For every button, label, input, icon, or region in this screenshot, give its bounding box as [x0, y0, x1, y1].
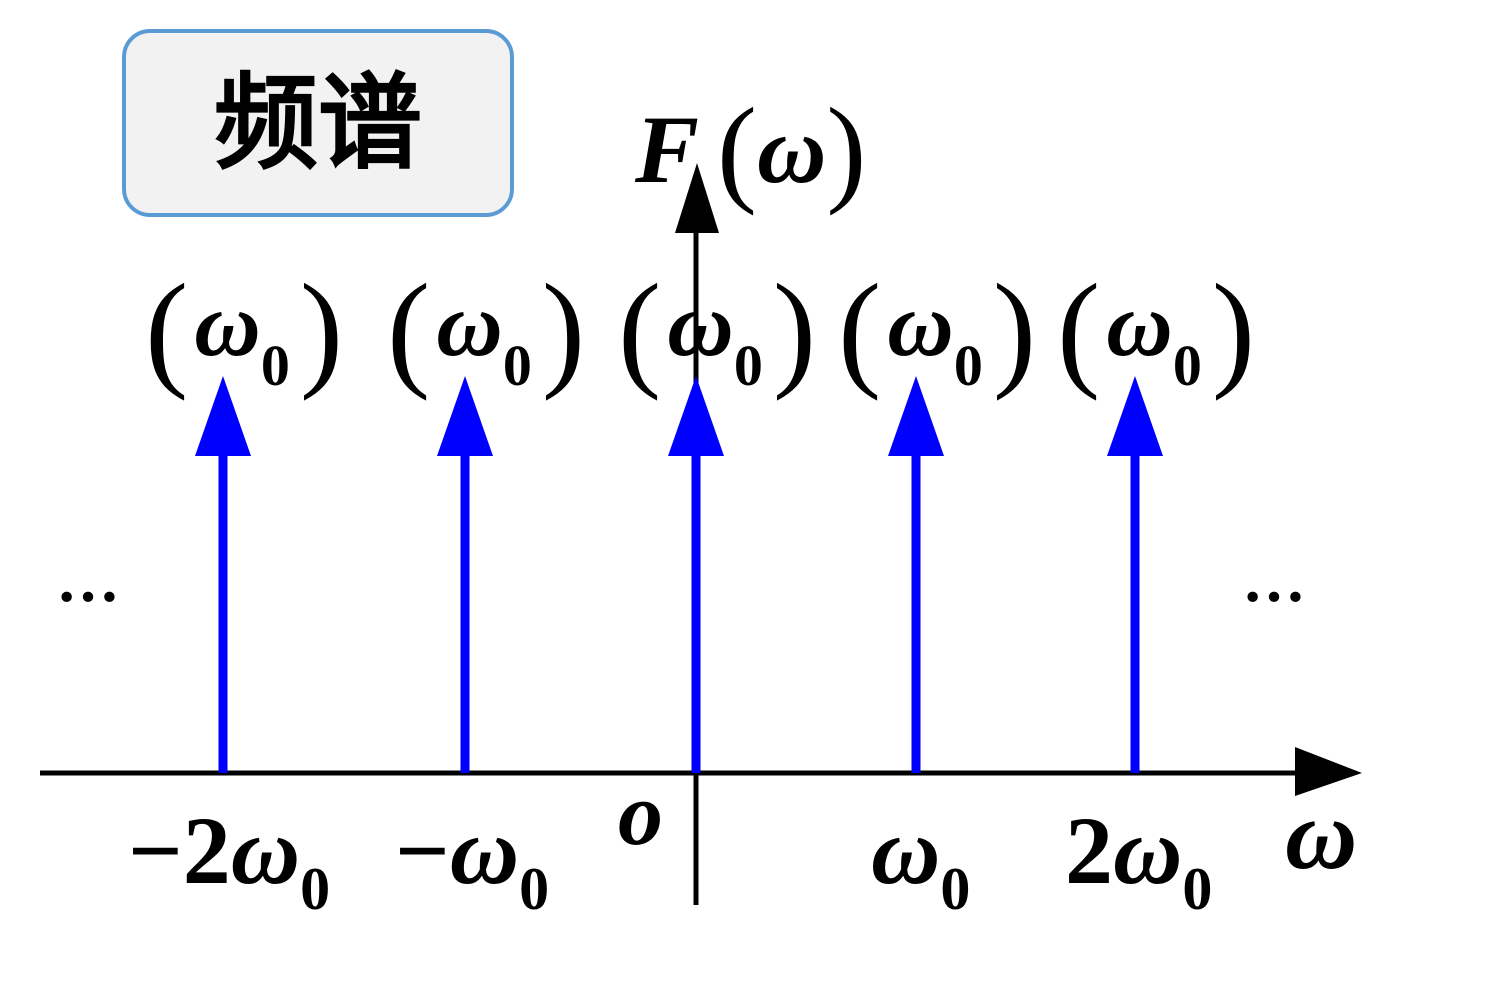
- impulse-arrowhead: [1107, 376, 1163, 456]
- impulse-amplitude-label: (ω0): [387, 258, 585, 402]
- title-text: 频谱: [213, 62, 422, 184]
- tick-subscript: 0: [1182, 856, 1212, 922]
- ellipsis-right: ···: [1242, 561, 1306, 632]
- tick-var: ω: [1113, 797, 1182, 904]
- y-axis-label: F(ω): [634, 83, 866, 216]
- impulse-arrowhead: [195, 376, 251, 456]
- impulse-tick-label: −ω0: [395, 797, 549, 922]
- amplitude-subscript: 0: [954, 333, 983, 398]
- impulse-layer: (ω0)−2ω0(ω0)−ω0(ω0)(ω0)ω0(ω0)2ω0: [128, 258, 1255, 922]
- origin-label: o: [618, 765, 663, 864]
- impulse-amplitude-label: (ω0): [145, 258, 343, 402]
- x-axis-label: ω: [1285, 779, 1357, 890]
- tick-prefix: 2: [1065, 797, 1113, 904]
- impulse: (ω0)−2ω0: [128, 258, 343, 922]
- y-axis-arrowhead: [675, 163, 719, 233]
- amplitude-subscript: 0: [261, 333, 290, 398]
- tick-subscript: 0: [519, 856, 549, 922]
- amplitude-subscript: 0: [1173, 333, 1202, 398]
- tick-var: ω: [871, 797, 940, 904]
- impulse: (ω0)2ω0: [1057, 258, 1255, 922]
- y-axis-label-var: ω: [757, 96, 826, 203]
- x-axis-arrowhead: [1295, 747, 1362, 796]
- tick-var: ω: [450, 797, 519, 904]
- tick-prefix: −2: [128, 797, 231, 904]
- impulse-arrowhead: [437, 376, 493, 456]
- amplitude-subscript: 0: [734, 333, 763, 398]
- tick-prefix: −: [395, 797, 450, 904]
- impulse-tick-label: −2ω0: [128, 797, 330, 922]
- title-box: 频谱: [122, 29, 514, 217]
- y-axis-label-func: F: [634, 96, 699, 203]
- amplitude-var: ω: [1106, 273, 1173, 375]
- impulse: (ω0)−ω0: [387, 258, 585, 922]
- impulse-amplitude-label: (ω0): [1057, 258, 1255, 402]
- impulse-amplitude-label: (ω0): [618, 258, 816, 402]
- impulse: (ω0): [618, 258, 816, 773]
- impulse-arrowhead: [668, 376, 724, 456]
- amplitude-var: ω: [436, 273, 503, 375]
- amplitude-var: ω: [667, 273, 734, 375]
- amplitude-var: ω: [887, 273, 954, 375]
- ellipsis-left: ···: [56, 561, 120, 632]
- impulse-tick-label: 2ω0: [1065, 797, 1212, 922]
- amplitude-subscript: 0: [503, 333, 532, 398]
- tick-subscript: 0: [300, 856, 330, 922]
- impulse-tick-label: ω0: [871, 797, 970, 922]
- impulse: (ω0)ω0: [838, 258, 1036, 922]
- impulse-arrowhead: [888, 376, 944, 456]
- amplitude-var: ω: [194, 273, 261, 375]
- tick-var: ω: [231, 797, 300, 904]
- tick-subscript: 0: [940, 856, 970, 922]
- impulse-amplitude-label: (ω0): [838, 258, 1036, 402]
